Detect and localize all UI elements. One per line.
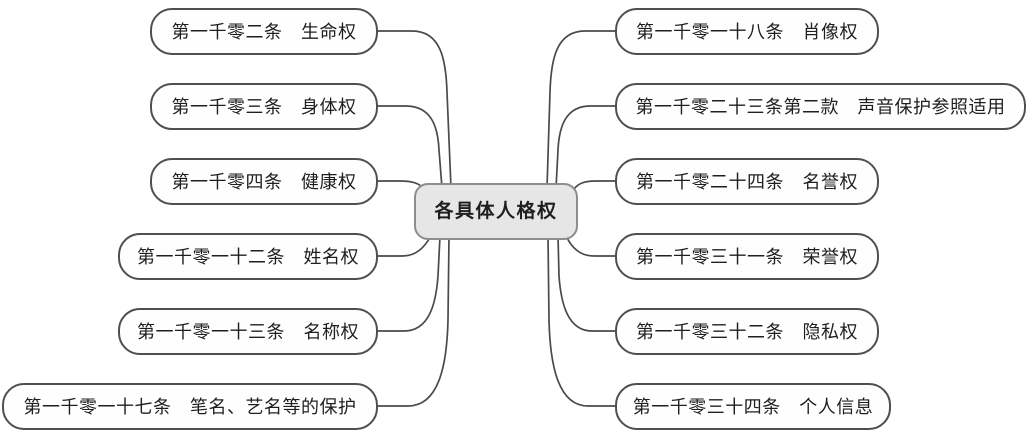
right-node-3[interactable]: 第一千零二十四条 名誉权	[615, 158, 879, 205]
right-node-6[interactable]: 第一千零三十四条 个人信息	[615, 383, 891, 430]
right-node-5[interactable]: 第一千零三十二条 隐私权	[615, 308, 879, 355]
right-node-2-label: 第一千零二十三条第二款 声音保护参照适用	[635, 96, 1006, 117]
right-node-6-label: 第一千零三十四条 个人信息	[632, 396, 874, 417]
right-node-3-label: 第一千零二十四条 名誉权	[636, 171, 858, 192]
connector-right-2	[555, 105, 617, 189]
left-node-5-label: 第一千零一十三条 名称权	[137, 321, 359, 342]
right-node-5-label: 第一千零三十二条 隐私权	[636, 321, 858, 342]
center-node[interactable]: 各具体人格权	[414, 183, 578, 240]
connector-right-1	[546, 30, 617, 189]
left-node-2[interactable]: 第一千零三条 身体权	[150, 83, 378, 130]
connector-left-2	[376, 105, 443, 189]
connector-right-6	[547, 235, 617, 407]
connector-right-3	[573, 180, 617, 190]
connector-right-5	[557, 235, 617, 332]
left-node-4[interactable]: 第一千零一十二条 姓名权	[118, 233, 378, 280]
right-node-1-label: 第一千零一十八条 肖像权	[636, 21, 858, 42]
connector-left-1	[376, 30, 452, 189]
left-node-2-label: 第一千零三条 身体权	[171, 96, 357, 117]
right-node-4-label: 第一千零三十一条 荣誉权	[636, 246, 858, 267]
left-node-4-label: 第一千零一十二条 姓名权	[137, 246, 359, 267]
connector-left-5	[376, 235, 441, 332]
connector-right-4	[565, 235, 617, 257]
left-node-5[interactable]: 第一千零一十三条 名称权	[118, 308, 378, 355]
right-node-2[interactable]: 第一千零二十三条第二款 声音保护参照适用	[615, 83, 1026, 130]
right-node-4[interactable]: 第一千零三十一条 荣誉权	[615, 233, 879, 280]
left-node-1-label: 第一千零二条 生命权	[171, 21, 357, 42]
left-node-3[interactable]: 第一千零四条 健康权	[150, 158, 378, 205]
left-node-3-label: 第一千零四条 健康权	[171, 171, 357, 192]
left-node-6-label: 第一千零一十七条 笔名、艺名等的保护	[23, 396, 357, 417]
center-node-label: 各具体人格权	[434, 201, 558, 222]
left-node-6[interactable]: 第一千零一十七条 笔名、艺名等的保护	[2, 383, 378, 430]
connector-left-6	[376, 235, 450, 407]
right-node-1[interactable]: 第一千零一十八条 肖像权	[615, 8, 879, 55]
left-node-1[interactable]: 第一千零二条 生命权	[150, 8, 378, 55]
